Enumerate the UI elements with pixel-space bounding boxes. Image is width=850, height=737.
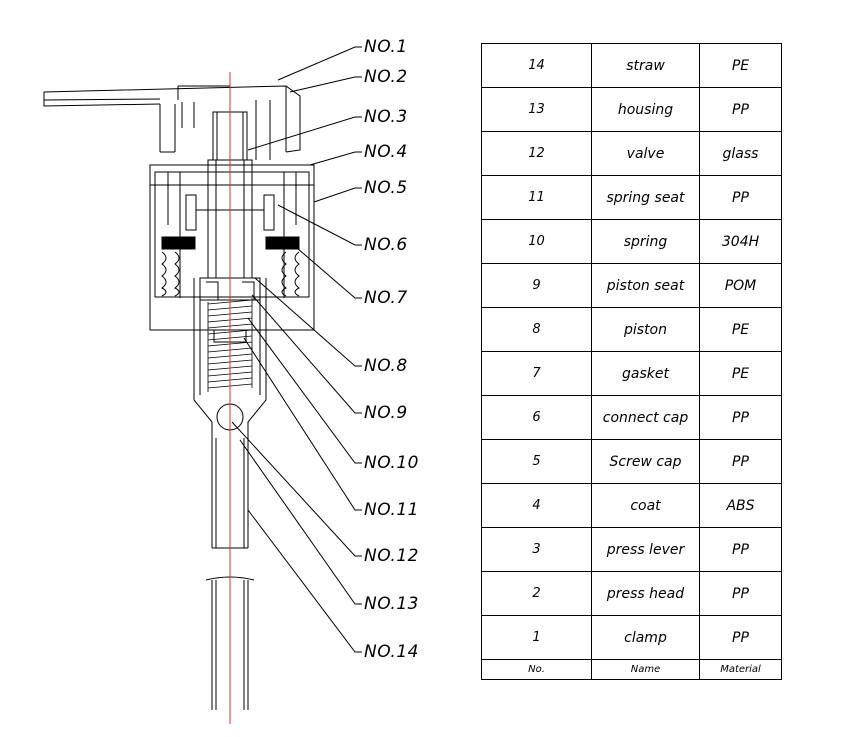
part-no: 4 <box>481 483 592 528</box>
table-row: 1 clamp PP <box>481 615 782 660</box>
right-gasket <box>265 236 300 250</box>
straw-outline <box>205 438 255 710</box>
callout-no1: NO.1 <box>364 37 408 57</box>
left-gasket <box>161 236 196 250</box>
table-row: 5 Screw cap PP <box>481 439 782 484</box>
part-no: 9 <box>481 263 592 308</box>
part-material: POM <box>699 263 782 308</box>
part-no: 1 <box>481 615 592 660</box>
header-no: No. <box>481 659 592 680</box>
callout-no9: NO.9 <box>364 403 408 423</box>
table-row: 4 coat ABS <box>481 483 782 528</box>
table-row: 11 spring seat PP <box>481 175 782 220</box>
part-name: piston <box>591 307 700 352</box>
part-material: PP <box>699 87 782 132</box>
callout-no5: NO.5 <box>364 178 408 198</box>
part-material: 304H <box>699 219 782 264</box>
part-name: spring seat <box>591 175 700 220</box>
part-name: press lever <box>591 527 700 572</box>
press-head-outline <box>43 85 301 160</box>
part-name: piston seat <box>591 263 700 308</box>
table-row: 13 housing PP <box>481 87 782 132</box>
part-name: coat <box>591 483 700 528</box>
callout-no10: NO.10 <box>364 453 419 473</box>
part-name: connect cap <box>591 395 700 440</box>
part-no: 6 <box>481 395 592 440</box>
part-no: 10 <box>481 219 592 264</box>
callout-no11: NO.11 <box>364 500 419 520</box>
table-row: 6 connect cap PP <box>481 395 782 440</box>
callout-no8: NO.8 <box>364 356 408 376</box>
table-row: 2 press head PP <box>481 571 782 616</box>
part-name: press head <box>591 571 700 616</box>
callout-no12: NO.12 <box>364 546 419 566</box>
table-row: 14 straw PE <box>481 43 782 88</box>
part-name: Screw cap <box>591 439 700 484</box>
table-row: 12 valve glass <box>481 131 782 176</box>
table-row: 9 piston seat POM <box>481 263 782 308</box>
part-name: clamp <box>591 615 700 660</box>
part-material: PP <box>699 571 782 616</box>
callout-no13: NO.13 <box>364 594 419 614</box>
part-no: 13 <box>481 87 592 132</box>
part-material: ABS <box>699 483 782 528</box>
part-no: 14 <box>481 43 592 88</box>
callout-no14: NO.14 <box>364 642 419 662</box>
callout-no4: NO.4 <box>364 142 408 162</box>
part-no: 11 <box>481 175 592 220</box>
part-name: straw <box>591 43 700 88</box>
part-material: PP <box>699 615 782 660</box>
callout-no6: NO.6 <box>364 235 408 255</box>
part-no: 7 <box>481 351 592 396</box>
leader-lines <box>231 46 362 653</box>
part-material: PE <box>699 43 782 88</box>
callout-no2: NO.2 <box>364 67 408 87</box>
part-no: 8 <box>481 307 592 352</box>
part-material: PE <box>699 307 782 352</box>
part-material: PE <box>699 351 782 396</box>
part-name: gasket <box>591 351 700 396</box>
part-material: PP <box>699 175 782 220</box>
part-no: 12 <box>481 131 592 176</box>
callout-no7: NO.7 <box>364 288 408 308</box>
header-material: Material <box>699 659 782 680</box>
part-material: PP <box>699 439 782 484</box>
header-name: Name <box>591 659 700 680</box>
callout-no3: NO.3 <box>364 107 408 127</box>
part-name: valve <box>591 131 700 176</box>
part-material: glass <box>699 131 782 176</box>
table-row: 3 press lever PP <box>481 527 782 572</box>
part-no: 2 <box>481 571 592 616</box>
part-no: 5 <box>481 439 592 484</box>
table-row: 10 spring 304H <box>481 219 782 264</box>
parts-table: 14 straw PE 13 housing PP 12 valve glass… <box>481 43 782 680</box>
part-material: PP <box>699 527 782 572</box>
part-no: 3 <box>481 527 592 572</box>
part-name: spring <box>591 219 700 264</box>
part-material: PP <box>699 395 782 440</box>
housing-outline <box>193 278 267 438</box>
table-header-row: No. Name Material <box>481 659 782 680</box>
table-row: 8 piston PE <box>481 307 782 352</box>
table-row: 7 gasket PE <box>481 351 782 396</box>
part-name: housing <box>591 87 700 132</box>
screw-cap-threads <box>161 251 300 297</box>
